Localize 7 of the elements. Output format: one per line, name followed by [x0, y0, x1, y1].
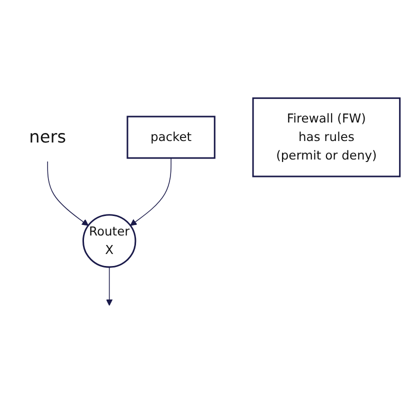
arrow — [106, 267, 113, 306]
arrow — [47, 162, 89, 226]
node-text: ners — [29, 128, 66, 148]
node-box: packet — [126, 116, 216, 160]
node-box: Firewall (FW) has rules (permit or deny) — [252, 98, 401, 178]
node-circle: Router X — [82, 214, 136, 268]
arrow — [130, 158, 172, 226]
